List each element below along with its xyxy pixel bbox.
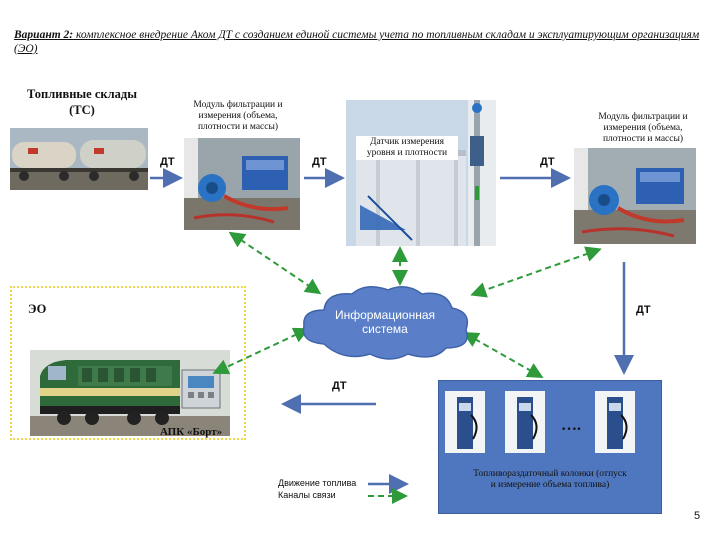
- sensor-label-line2: уровня и плотности: [366, 148, 448, 158]
- dispenser-photo-1: [445, 391, 485, 453]
- module-left-line2: измерения (объема,: [198, 111, 278, 121]
- cloud-label-line1: Информационная: [334, 308, 436, 322]
- filtration-module-left-photo: [184, 138, 300, 230]
- module-right-line2: измерения (объема,: [603, 123, 683, 133]
- legend-comm-label: Каналы связи: [278, 490, 336, 500]
- module-right-label: Модуль фильтрации и измерения (объема, п…: [576, 112, 710, 145]
- comm-link-module-right: [470, 246, 602, 298]
- module-left-line3: плотности и массы): [197, 122, 279, 132]
- dispenser-caption: Топливораздаточный колонки (отпуск и изм…: [443, 469, 657, 491]
- dispenser-panel: …. Топливораздаточный колонки (отпуск и …: [438, 380, 662, 514]
- dispenser-photo-2: [505, 391, 545, 453]
- cloud-label: Информационная система: [296, 308, 474, 336]
- comm-link-dispensers: [462, 332, 544, 378]
- warehouse-label-line1: Топливные склады: [27, 87, 137, 101]
- dt-label-1: ДТ: [160, 156, 175, 168]
- dispenser-photo-3: [595, 391, 635, 453]
- dt-label-5: ДТ: [332, 380, 347, 392]
- dt-label-2: ДТ: [312, 156, 327, 168]
- eo-label: ЭО: [28, 302, 47, 316]
- sensor-label-line1: Датчик измерения: [370, 137, 444, 147]
- dispenser-caption-line2: и измерение объема топлива): [490, 480, 610, 490]
- storage-tank-photo: [346, 100, 496, 246]
- title-rest: комплексное внедрение Аком ДТ с создание…: [14, 29, 700, 55]
- module-left-label: Модуль фильтрации и измерения (объема, п…: [168, 100, 308, 133]
- module-right-line3: плотности и массы): [602, 134, 684, 144]
- apk-label: АПК «Борт»: [160, 426, 223, 438]
- rail-tank-cars-photo: [10, 128, 148, 190]
- dt-label-4: ДТ: [636, 304, 651, 316]
- warehouse-label: Топливные склады (ТС): [22, 86, 142, 118]
- legend-fuel-label: Движение топлива: [278, 478, 357, 488]
- comm-link-eo: [212, 327, 310, 375]
- dt-label-3: ДТ: [540, 156, 555, 168]
- comm-link-module-left: [228, 231, 322, 295]
- sensor-label: Датчик измерения уровня и плотности: [356, 136, 458, 160]
- dispenser-ellipsis: ….: [561, 417, 581, 434]
- dispenser-caption-line1: Топливораздаточный колонки (отпуск: [473, 469, 627, 479]
- module-left-line1: Модуль фильтрации и: [193, 100, 283, 110]
- legend: Движение топлива Каналы связи: [274, 474, 414, 502]
- slide-title: Вариант 2: комплексное внедрение Аком ДТ…: [14, 28, 704, 56]
- locomotive-photo: [30, 350, 230, 436]
- title-lead: Вариант 2:: [14, 29, 74, 41]
- cloud-label-line2: система: [362, 322, 408, 336]
- information-system-cloud: Информационная система: [296, 282, 474, 362]
- page-number: 5: [694, 510, 701, 522]
- module-right-line1: Модуль фильтрации и: [598, 112, 688, 122]
- filtration-module-right-photo: [574, 148, 696, 244]
- warehouse-label-line2: (ТС): [69, 103, 95, 117]
